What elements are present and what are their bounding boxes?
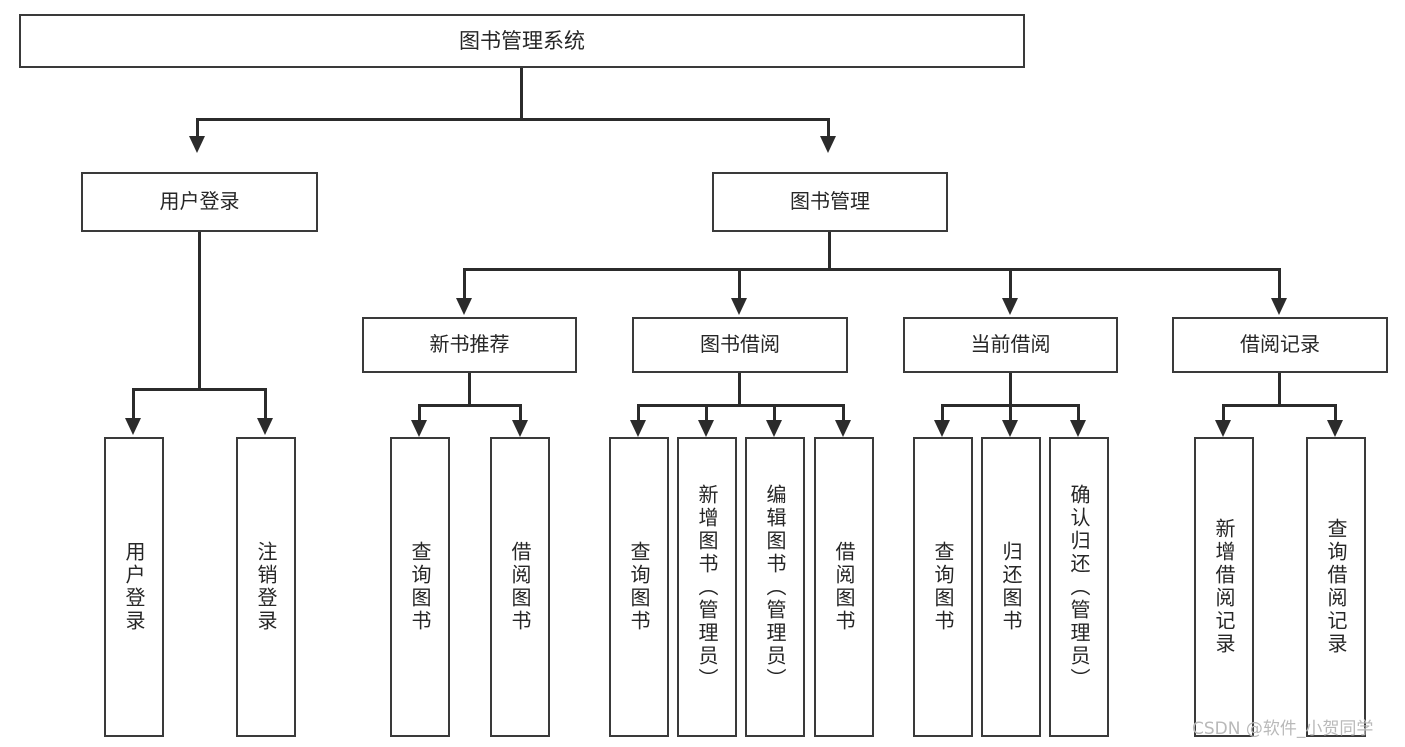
node-label: 借阅图书	[832, 541, 856, 633]
node-label: 归还图书	[999, 541, 1023, 633]
leaf-edit-book-admin[interactable]: 编辑图书（管理员）	[745, 437, 805, 737]
connector-borrow-record-drop-2	[1334, 404, 1337, 422]
leaf-query-book-borrow[interactable]: 查询图书	[609, 437, 669, 737]
connector-book-borrow-bus	[637, 404, 845, 407]
node-label: 注销登录	[254, 541, 278, 633]
connector-borrow-record-stem	[1278, 373, 1281, 406]
connector-current-borrow-drop-2	[1009, 404, 1012, 422]
connector-book-borrow-drop-2	[705, 404, 708, 422]
connector-book-borrow-drop-3	[773, 404, 776, 422]
arrowhead-leaf-borrow-book-2	[835, 420, 851, 437]
connector-new-book-bus	[418, 404, 522, 407]
node-label: 新增借阅记录	[1212, 518, 1236, 656]
leaf-return-book[interactable]: 归还图书	[981, 437, 1041, 737]
leaf-borrow-book[interactable]: 借阅图书	[814, 437, 874, 737]
connector-new-book-drop-2	[519, 404, 522, 422]
arrowhead-leaf-logout	[257, 418, 273, 435]
connector-book-borrow-stem	[738, 373, 741, 406]
arrowhead-leaf-query-book-1	[411, 420, 427, 437]
node-label: 查询借阅记录	[1324, 518, 1348, 656]
leaf-borrow-book-recommend[interactable]: 借阅图书	[490, 437, 550, 737]
arrowhead-leaf-add-book	[698, 420, 714, 437]
connector-root-stem	[520, 68, 523, 118]
connector-root-drop-2	[827, 118, 830, 138]
node-label: 编辑图书（管理员）	[763, 483, 787, 691]
arrowhead-leaf-query-book-2	[630, 420, 646, 437]
arrowhead-leaf-query-book-3	[934, 420, 950, 437]
node-new-book-recommend[interactable]: 新书推荐	[362, 317, 577, 373]
node-label: 查询图书	[627, 541, 651, 633]
arrowhead-book-manage	[820, 136, 836, 153]
connector-level3-drop-1	[463, 268, 466, 300]
node-label: 借阅图书	[508, 541, 532, 633]
connector-book-management-stem	[828, 232, 831, 270]
arrowhead-leaf-borrow-book-1	[512, 420, 528, 437]
arrowhead-borrow-record	[1271, 298, 1287, 315]
connector-current-borrow-stem	[1009, 373, 1012, 406]
connector-level3-drop-4	[1278, 268, 1281, 300]
connector-root-bus	[196, 118, 830, 121]
node-label: 借阅记录	[1240, 332, 1320, 357]
node-label: 用户登录	[122, 541, 146, 633]
connector-borrow-record-bus	[1222, 404, 1337, 407]
node-root-system[interactable]: 图书管理系统	[19, 14, 1025, 68]
connector-user-login-stem	[198, 232, 201, 391]
node-label: 查询图书	[408, 541, 432, 633]
leaf-query-borrow-record[interactable]: 查询借阅记录	[1306, 437, 1366, 737]
connector-current-borrow-drop-3	[1077, 404, 1080, 422]
connector-level3-drop-3	[1009, 268, 1012, 300]
connector-user-login-drop-1	[132, 388, 135, 420]
leaf-add-book-admin[interactable]: 新增图书（管理员）	[677, 437, 737, 737]
arrowhead-leaf-user-login	[125, 418, 141, 435]
node-label: 新书推荐	[429, 332, 510, 357]
node-borrow-record[interactable]: 借阅记录	[1172, 317, 1388, 373]
leaf-query-book-recommend[interactable]: 查询图书	[390, 437, 450, 737]
connector-borrow-record-drop-1	[1222, 404, 1225, 422]
arrowhead-leaf-confirm-return	[1070, 420, 1086, 437]
node-user-login[interactable]: 用户登录	[81, 172, 318, 232]
node-label: 新增图书（管理员）	[695, 483, 719, 691]
connector-book-borrow-drop-1	[637, 404, 640, 422]
arrowhead-leaf-add-record	[1215, 420, 1231, 437]
node-label: 图书管理	[790, 189, 870, 214]
leaf-user-login[interactable]: 用户登录	[104, 437, 164, 737]
node-label: 当前借阅	[970, 332, 1051, 357]
node-book-management[interactable]: 图书管理	[712, 172, 948, 232]
arrowhead-book-borrow	[731, 298, 747, 315]
leaf-add-borrow-record[interactable]: 新增借阅记录	[1194, 437, 1254, 737]
node-current-borrow[interactable]: 当前借阅	[903, 317, 1118, 373]
arrowhead-user-login	[189, 136, 205, 153]
connector-current-borrow-drop-1	[941, 404, 944, 422]
arrowhead-current-borrow	[1002, 298, 1018, 315]
leaf-logout[interactable]: 注销登录	[236, 437, 296, 737]
arrowhead-leaf-return-book	[1002, 420, 1018, 437]
arrowhead-leaf-edit-book	[766, 420, 782, 437]
connector-new-book-stem	[468, 373, 471, 406]
connector-user-login-drop-2	[264, 388, 267, 420]
leaf-query-book-current[interactable]: 查询图书	[913, 437, 973, 737]
node-label: 确认归还（管理员）	[1067, 483, 1091, 691]
node-label: 图书借阅	[700, 332, 780, 357]
connector-level3-bus	[463, 268, 1281, 271]
connector-root-drop-1	[196, 118, 199, 138]
node-book-borrow[interactable]: 图书借阅	[632, 317, 848, 373]
connector-level3-drop-2	[738, 268, 741, 300]
node-label: 查询图书	[931, 541, 955, 633]
arrowhead-new-book-recommend	[456, 298, 472, 315]
connector-new-book-drop-1	[418, 404, 421, 422]
arrowhead-leaf-query-record	[1327, 420, 1343, 437]
connector-book-borrow-drop-4	[842, 404, 845, 422]
leaf-confirm-return-admin[interactable]: 确认归还（管理员）	[1049, 437, 1109, 737]
node-label: 用户登录	[159, 189, 240, 214]
connector-user-login-bus	[132, 388, 267, 391]
node-label: 图书管理系统	[459, 28, 585, 53]
